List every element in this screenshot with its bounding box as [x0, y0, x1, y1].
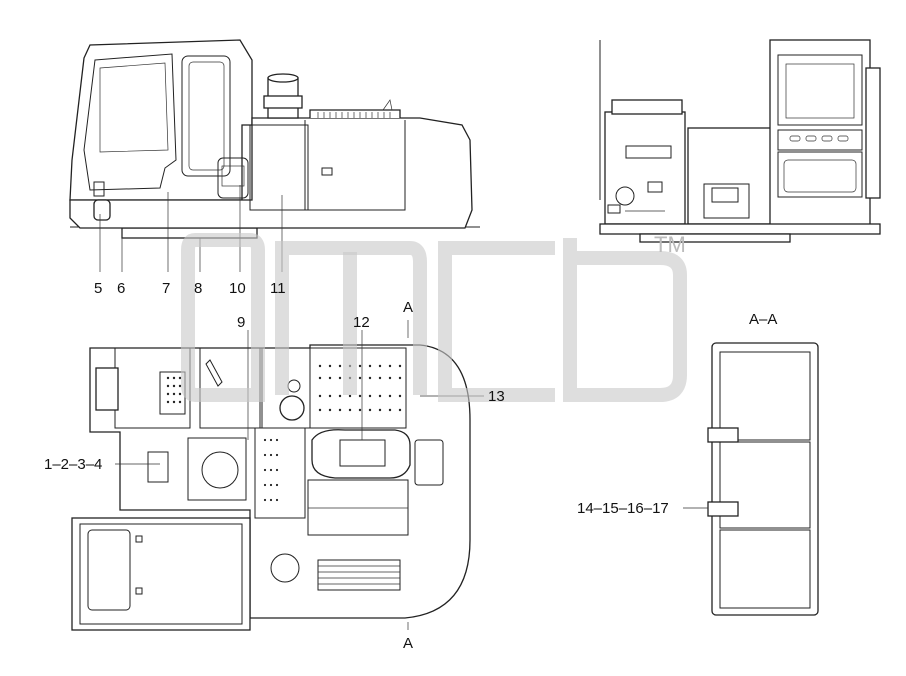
rear-view-drawing — [599, 39, 881, 243]
callout-12: 12 — [353, 314, 370, 331]
callout-labels: 5 6 7 8 10 11 9 12 13 1–2–3–4 14–15–16–1… — [44, 280, 777, 652]
callout-10: 10 — [229, 280, 246, 297]
callout-8: 8 — [194, 280, 202, 297]
watermark: TM — [181, 232, 687, 402]
section-marker-top: A — [403, 299, 413, 316]
callout-9: 9 — [237, 314, 245, 331]
callout-7: 7 — [162, 280, 170, 297]
side-view-drawing — [69, 39, 480, 272]
section-title: A–A — [749, 311, 777, 328]
callout-1-2-3-4: 1–2–3–4 — [44, 456, 102, 473]
callout-5: 5 — [94, 280, 102, 297]
top-view-drawing — [71, 320, 484, 631]
callout-13: 13 — [488, 388, 505, 405]
section-view-drawing — [683, 342, 819, 616]
callout-6: 6 — [117, 280, 125, 297]
callout-14-15-16-17: 14–15–16–17 — [577, 500, 669, 517]
callout-11: 11 — [270, 280, 286, 297]
trademark-mark: TM — [654, 232, 686, 257]
section-marker-bottom: A — [403, 635, 413, 652]
